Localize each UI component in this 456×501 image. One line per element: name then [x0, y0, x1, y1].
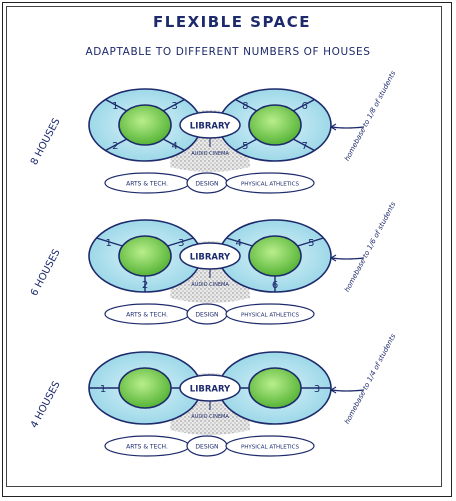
arts-tech-label: ARTS & TECH.: [126, 444, 168, 451]
sector-divider: [167, 237, 194, 247]
note-arrowhead: [329, 386, 337, 394]
core-label: AUDIO CINEMA: [191, 282, 229, 288]
note-arrowhead: [329, 254, 337, 262]
house-number: 3: [314, 384, 320, 395]
house-number: 1: [100, 384, 106, 395]
arts-tech-label: ARTS & TECH.: [126, 312, 168, 319]
design-label: DESIGN: [195, 444, 218, 451]
house-number: 6: [272, 280, 278, 291]
house-number: 3: [178, 238, 184, 249]
sector-divider: [105, 138, 127, 152]
inner-circle: [118, 367, 172, 409]
physical-athletics-label: PHYSICAL ATHLETICS: [241, 445, 300, 451]
library-label: LIBRARY: [190, 385, 231, 395]
core-label: AUDIO CINEMA: [191, 414, 229, 420]
house-number: 1: [105, 238, 111, 249]
design-label: DESIGN: [195, 181, 218, 188]
house-count-label: 4 HOUSES: [29, 380, 63, 430]
sector-divider: [226, 237, 253, 247]
sector-divider: [105, 98, 127, 112]
sector-divider: [293, 138, 315, 152]
house-number: 1: [112, 101, 118, 112]
inner-circle: [248, 104, 302, 146]
left-house-pod: 21: [88, 351, 202, 425]
house-number: 3: [172, 101, 178, 112]
inner-circle: [118, 235, 172, 277]
sector-divider: [293, 98, 315, 112]
diagram-title: FLEXIBLE SPACE: [153, 13, 311, 31]
homebase-note: homebase to 1/8 of students: [343, 69, 398, 162]
inner-circle: [248, 235, 302, 277]
sector-divider: [163, 138, 185, 152]
inner-frame: [6, 6, 442, 487]
note-arrow: [331, 389, 365, 392]
right-house-pod: 5 6 4: [218, 219, 332, 293]
physical-athletics-bubble: [225, 303, 315, 325]
design-label: DESIGN: [195, 312, 218, 319]
physical-athletics-bubble: [225, 435, 315, 457]
house-number: 2: [142, 280, 148, 291]
house-number: 4: [172, 141, 178, 152]
house-number: 7: [302, 141, 308, 152]
homebase-note: homebase to 1/4 of students: [343, 332, 398, 425]
house-count-label: 8 HOUSES: [29, 117, 63, 167]
sector-divider: [235, 98, 257, 112]
outer-frame: [2, 2, 452, 497]
diagram-subtitle: ADAPTABLE TO DIFFERENT NUMBERS OF HOUSES: [85, 46, 370, 58]
house-number: 6: [302, 101, 308, 112]
house-number: 4: [235, 238, 241, 249]
arts-tech-label: ARTS & TECH.: [126, 181, 168, 188]
house-number: 5: [308, 238, 314, 249]
physical-athletics-label: PHYSICAL ATHLETICS: [241, 313, 300, 319]
left-house-pod: 3 4 2 1: [88, 88, 202, 162]
library-label: LIBRARY: [190, 253, 231, 263]
sector-divider: [297, 237, 324, 247]
core-label: AUDIO CINEMA: [191, 151, 229, 157]
physical-athletics-bubble: [225, 172, 315, 194]
house-count-label: 6 HOUSES: [29, 248, 63, 298]
sector-divider: [96, 237, 123, 247]
note-arrow: [331, 257, 365, 260]
note-arrow: [331, 126, 365, 129]
house-number: 5: [242, 141, 248, 152]
house-number: 8: [242, 101, 248, 112]
sector-divider: [163, 98, 185, 112]
inner-circle: [118, 104, 172, 146]
sector-divider: [235, 138, 257, 152]
note-arrowhead: [329, 123, 337, 131]
inner-circle: [248, 367, 302, 409]
homebase-note: homebase to 1/6 of students: [343, 200, 398, 293]
library-label: LIBRARY: [190, 122, 231, 132]
physical-athletics-label: PHYSICAL ATHLETICS: [241, 182, 300, 188]
house-number: 2: [112, 141, 118, 152]
